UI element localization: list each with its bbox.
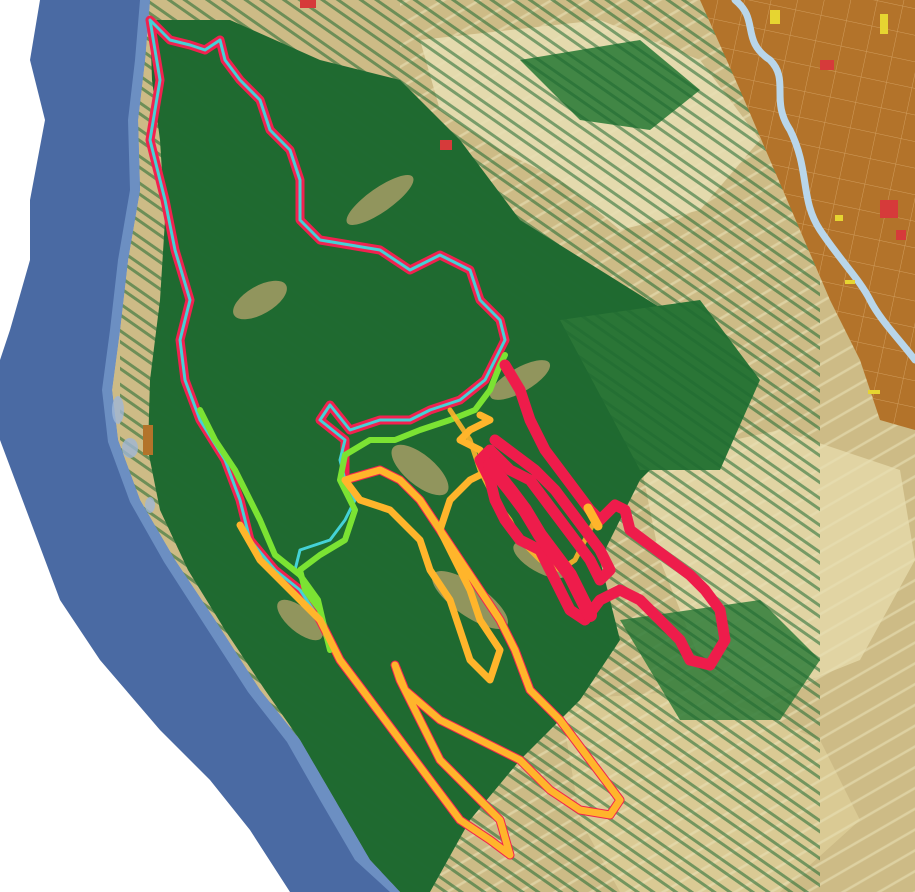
- crimson-perimeter[interactable]: [474, 359, 731, 671]
- coastal-town: [143, 425, 153, 455]
- orange-spot[interactable]: [583, 503, 603, 531]
- river: [731, 0, 915, 364]
- nearshore-water: [102, 0, 400, 892]
- shallows: [112, 396, 155, 513]
- green-perimeter[interactable]: [197, 352, 508, 653]
- crimson-perimeter-core[interactable]: [483, 458, 597, 622]
- urban-areas: [300, 0, 906, 240]
- crop-fields-yellow: [770, 10, 888, 394]
- orange-perimeter[interactable]: [236, 411, 624, 859]
- no-data-area: [0, 0, 290, 892]
- agricultural-field-grid: [700, 0, 915, 430]
